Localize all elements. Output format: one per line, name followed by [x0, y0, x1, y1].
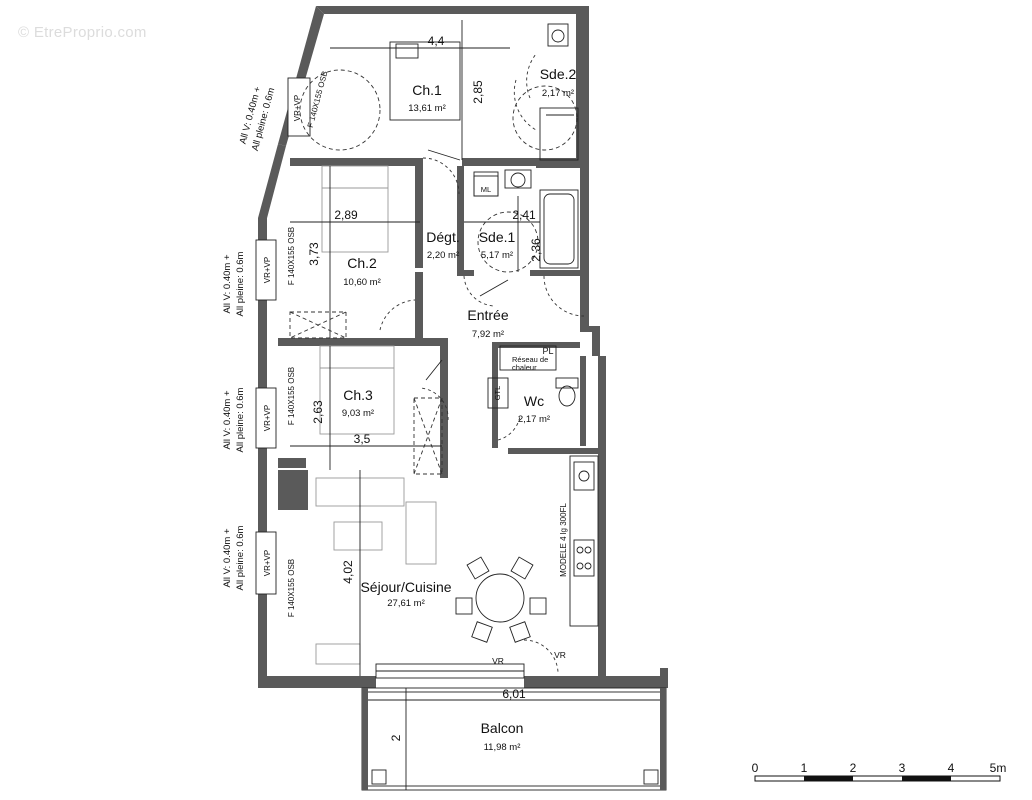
window-ch2-vr: VR+VP — [263, 257, 272, 283]
room-degt-area: 2,20 m² — [427, 250, 459, 261]
room-degt-name: Dégt. — [426, 229, 459, 245]
dimension-lines — [290, 20, 666, 790]
scale-tick-1: 1 — [801, 761, 808, 775]
dim-balcon-depth: 2 — [389, 734, 403, 741]
scale-tick-2: 2 — [850, 761, 857, 775]
window-ch3-note1: All V: 0.40m + — [222, 390, 233, 450]
window-ch3-note2: All pleine: 0.6m — [235, 387, 246, 452]
room-sejour-area: 27,61 m² — [387, 598, 425, 609]
dim-ch3-depth: 2,63 — [311, 400, 325, 424]
window-ch2-note2: All pleine: 0.6m — [235, 251, 246, 316]
scale-tick-4: 4 — [948, 761, 955, 775]
dim-balcon-width: 6,01 — [502, 687, 526, 701]
label-kitchen-model: MODELE 4 lg 300FL — [559, 503, 568, 577]
dim-ch1-depth: 2,85 — [471, 80, 485, 104]
window-ch2-size: F 140X155 OSB — [287, 227, 296, 285]
dim-ch2-depth: 3,73 — [307, 242, 321, 266]
room-entree-area: 7,92 m² — [472, 329, 504, 340]
room-ch2-name: Ch.2 — [347, 255, 377, 271]
watermark: © EtreProprio.com — [18, 24, 147, 41]
dim-sejour-depth: 4,02 — [341, 560, 355, 584]
label-pl: PL — [542, 346, 553, 356]
balcony — [361, 687, 667, 791]
window-ch3-size: F 140X155 OSB — [287, 367, 296, 425]
label-vr-bottom: VR — [492, 656, 504, 666]
label-gtl: GTL — [493, 386, 502, 401]
room-sde1-name: Sde.1 — [479, 229, 516, 245]
room-sde1-area: 5,17 m² — [481, 250, 513, 261]
room-ch1-name: Ch.1 — [412, 82, 442, 98]
room-sde2-area: 2,17 m² — [542, 88, 574, 99]
room-ch2-area: 10,60 m² — [343, 277, 381, 288]
label-vr-door: VR — [554, 650, 566, 660]
windows — [255, 77, 525, 679]
room-ch1-area: 13,61 m² — [408, 103, 446, 114]
dim-ch1-width: 4,4 — [428, 34, 445, 48]
room-entree-name: Entrée — [467, 307, 508, 323]
doors — [379, 53, 585, 673]
window-ch2-note1: All V: 0.40m + — [222, 254, 233, 314]
dim-ch3-width: 3,5 — [354, 432, 371, 446]
dim-sde1-depth: 2,36 — [529, 238, 543, 262]
label-ml: ML — [481, 185, 491, 194]
room-balcon-area: 11,98 m² — [484, 742, 521, 753]
window-sejour-note2: All pleine: 0.6m — [235, 525, 246, 590]
window-ch3-vr: VR+VP — [263, 405, 272, 431]
room-balcon-name: Balcon — [481, 720, 524, 736]
label-reseau-2: chaleur — [512, 363, 537, 372]
scale-tick-5: 5m — [990, 761, 1007, 775]
scale-tick-3: 3 — [899, 761, 906, 775]
window-sejour-note1: All V: 0.40m + — [222, 528, 233, 588]
scale-bar: 0 1 2 3 4 5m — [752, 761, 1007, 782]
room-wc-name: Wc — [524, 393, 544, 409]
room-sde2-name: Sde.2 — [540, 66, 577, 82]
room-sejour-name: Séjour/Cuisine — [360, 579, 451, 595]
dim-sde1-width: 2,41 — [512, 208, 536, 222]
room-ch3-name: Ch.3 — [343, 387, 373, 403]
scale-tick-0: 0 — [752, 761, 759, 775]
room-wc-area: 2,17 m² — [518, 414, 550, 425]
label-reseau-1: Réseau de — [512, 355, 548, 364]
window-sejour-vr: VR+VP — [263, 550, 272, 576]
dim-ch2-width: 2,89 — [334, 208, 358, 222]
window-sejour-size: F 140X155 OSB — [287, 559, 296, 617]
window-ch1-vr: VR+VP — [293, 95, 302, 121]
room-ch3-area: 9,03 m² — [342, 408, 374, 419]
